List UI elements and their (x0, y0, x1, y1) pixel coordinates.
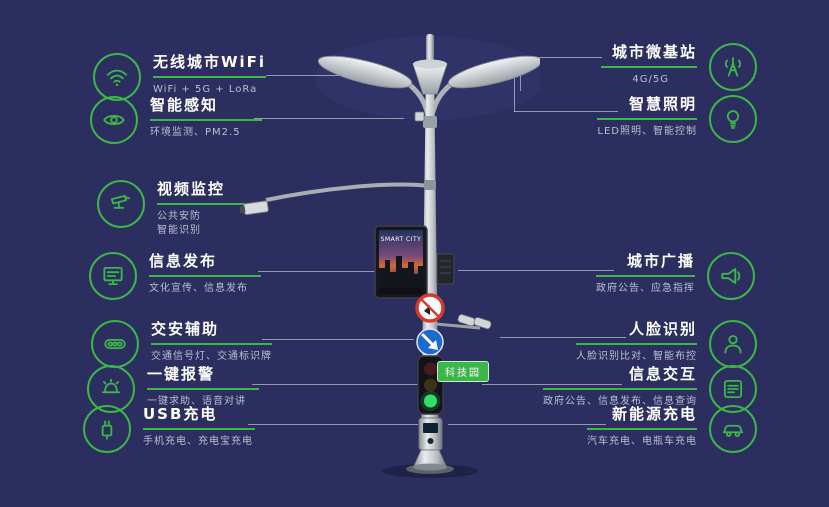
connector-line (514, 77, 515, 112)
connector-line (520, 57, 602, 58)
megaphone-icon (707, 252, 755, 300)
feature-title: 智慧照明 (628, 95, 697, 113)
feature-subtitle: 人脸识别比对、智能布控 (576, 350, 697, 362)
dual-cameras (435, 314, 492, 330)
feature-title: 智能感知 (150, 96, 219, 114)
billboard-icon (89, 252, 137, 300)
feature-info-release: 信息发布 文化宣传、信息发布 (89, 252, 261, 300)
tulip-rim (413, 59, 447, 69)
feature-title: 新能源充电 (611, 405, 697, 423)
arm-collar (423, 116, 437, 128)
feature-title: 信息发布 (149, 252, 218, 270)
charging-cabinet (418, 417, 443, 451)
usb-plug-icon (83, 405, 131, 453)
feature-title: 无线城市WiFi (153, 53, 267, 71)
underline (576, 342, 697, 345)
screen-text: SMART CITY (381, 236, 422, 243)
feature-title: 信息交互 (628, 365, 697, 383)
eye-sensor-icon (90, 96, 138, 144)
feature-info-interaction: 信息交互 政府公告、信息发布、信息查询 (543, 365, 757, 413)
connector-line (248, 424, 418, 425)
env-sensor (414, 111, 425, 122)
feature-subtitle: LED照明、智能控制 (597, 125, 697, 137)
cctv-camera-icon (97, 180, 145, 228)
antenna-tower-icon (709, 43, 757, 91)
underline (597, 117, 697, 120)
feature-subtitle: 政府公告、应急指挥 (596, 282, 695, 294)
camera-arm-mount (424, 180, 436, 190)
ev-car-icon (709, 405, 757, 453)
underline (157, 202, 253, 205)
connector-line (482, 384, 622, 385)
feature-title: 城市微基站 (611, 43, 697, 61)
underline (543, 387, 697, 390)
feature-subtitle: 一键求助、语音对讲 (147, 395, 246, 407)
connector-line (500, 337, 626, 338)
pole-base (382, 449, 478, 478)
person-icon (709, 320, 757, 368)
top-tube-lamp (426, 34, 434, 68)
feature-subtitle: 交通信号灯、交通标识牌 (151, 350, 272, 362)
feature-video-monitoring: 视频监控 公共安防 智能识别 (97, 180, 253, 239)
connector-line (266, 75, 394, 76)
feature-title: 交安辅助 (151, 320, 220, 338)
wifi-icon (93, 53, 141, 101)
underline (587, 427, 697, 430)
underline (147, 387, 259, 390)
traffic-light (417, 355, 444, 415)
camera-arm (265, 182, 431, 202)
arrow-sign (416, 328, 444, 356)
feature-smart-lighting: 智慧照明 LED照明、智能控制 (597, 95, 757, 143)
feature-ev-charging: 新能源充电 汽车充电、电瓶车充电 (587, 405, 757, 453)
feature-subtitle: 手机充电、充电宝充电 (143, 435, 253, 447)
led-screen: SMART CITY (374, 225, 428, 299)
connector-line (448, 424, 606, 425)
speaker-box (436, 253, 455, 285)
connector-line (252, 384, 418, 385)
feature-title: 视频监控 (157, 180, 226, 198)
tech-park-badge: 科技园 (437, 361, 489, 382)
feature-subtitle: 环境监测、PM2.5 (150, 126, 241, 138)
feature-title: 人脸识别 (628, 320, 697, 338)
feature-subtitle: WiFi + 5G + LoRa (153, 83, 258, 95)
right-lamp-head (447, 55, 540, 89)
feature-sensing: 智能感知 环境监测、PM2.5 (90, 96, 262, 144)
feature-micro-base-station: 城市微基站 4G/5G (601, 43, 757, 91)
feature-face-recognition: 人脸识别 人脸识别比对、智能布控 (576, 320, 757, 368)
underline (601, 65, 697, 68)
connector-line (514, 111, 618, 112)
connector-line (258, 271, 376, 272)
smart-pole-illustration: SMART CITY (239, 34, 540, 478)
feature-subtitle: 公共安防 (157, 210, 201, 222)
underline (151, 342, 272, 345)
feature-usb-charging: USB充电 手机充电、充电宝充电 (83, 405, 255, 453)
traffic-signal-icon (91, 320, 139, 368)
feature-title: USB充电 (143, 405, 218, 423)
connector-line (254, 118, 404, 119)
left-lamp-head (317, 55, 413, 89)
feature-subtitle: 文化宣传、信息发布 (149, 282, 248, 294)
feature-city-broadcast: 城市广播 政府公告、应急指挥 (596, 252, 755, 300)
connector-line (458, 270, 614, 271)
underline (153, 75, 267, 78)
feature-title: 城市广播 (626, 252, 695, 270)
connector-line (262, 339, 414, 340)
feature-subtitle: 汽车充电、电瓶车充电 (587, 435, 697, 447)
feature-subtitle: 政府公告、信息发布、信息查询 (543, 395, 697, 407)
no-horn-sign (415, 293, 445, 323)
feature-subtitle-2: 智能识别 (157, 225, 201, 237)
underline (149, 274, 261, 277)
feature-subtitle: 4G/5G (632, 73, 669, 85)
cctv-camera (239, 200, 269, 216)
underline (596, 274, 695, 277)
underline (143, 427, 255, 430)
lightbulb-icon (709, 95, 757, 143)
underline (150, 118, 262, 121)
feature-title: 一键报警 (147, 365, 216, 383)
